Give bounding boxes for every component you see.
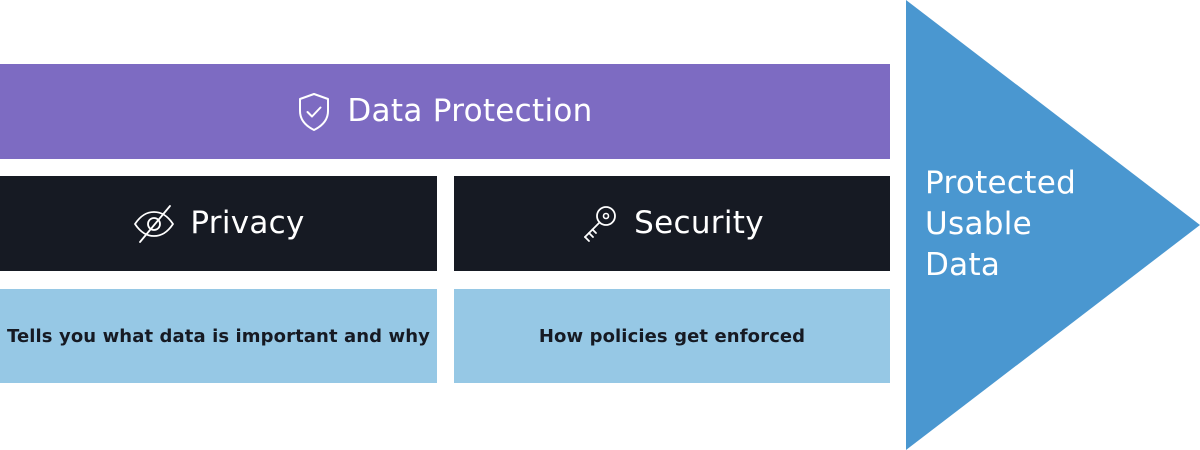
privacy-box: Privacy [0, 176, 437, 271]
data-protection-banner: Data Protection [0, 64, 890, 159]
result-arrow [906, 0, 1200, 450]
eye-slash-icon [132, 202, 176, 246]
privacy-title: Privacy [190, 205, 305, 241]
shield-check-icon [297, 92, 331, 132]
security-box: Security [454, 176, 890, 271]
privacy-description-box: Tells you what data is important and why [0, 289, 437, 383]
privacy-description: Tells you what data is important and why [6, 325, 431, 347]
security-description-box: How policies get enforced [454, 289, 890, 383]
result-label: Protected Usable Data [925, 163, 1105, 286]
data-protection-title: Data Protection [347, 93, 593, 129]
security-description: How policies get enforced [538, 325, 806, 347]
result-line-3: Data [925, 247, 1001, 283]
result-line-2: Usable [925, 206, 1033, 242]
security-title: Security [634, 205, 764, 241]
result-line-1: Protected [925, 165, 1077, 201]
key-icon [580, 203, 620, 245]
